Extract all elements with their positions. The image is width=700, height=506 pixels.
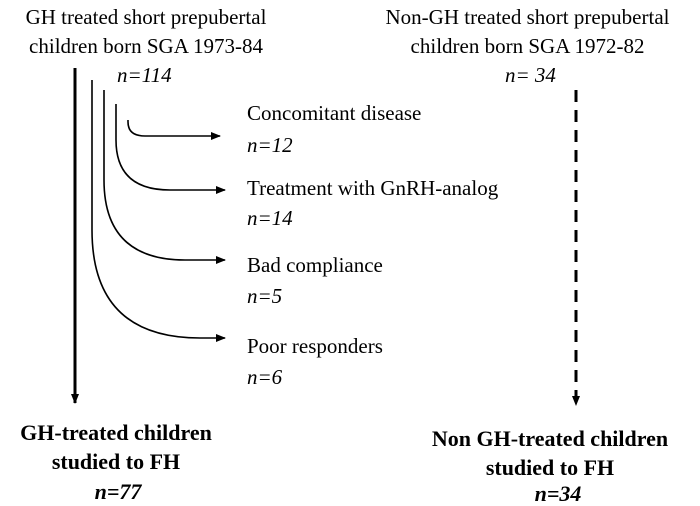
exclusion-label-concomitant: Concomitant disease: [247, 101, 422, 125]
exclusion-arrow-poor-responders: [91, 80, 226, 342]
exclusion-count-poor-responders: n=6: [247, 365, 283, 389]
exclusion-count-compliance: n=5: [247, 284, 283, 308]
right-cohort-title-line1: Non-GH treated short prepubertal: [385, 5, 670, 29]
exclusion-label-compliance: Bad compliance: [247, 253, 383, 277]
exclusion-count-gnrh: n=14: [247, 206, 293, 230]
right-cohort-title-line2: children born SGA 1972-82: [410, 34, 645, 58]
exclusion-label-poor-responders: Poor responders: [247, 334, 383, 358]
left-outcome-line1: GH-treated children: [20, 420, 212, 445]
right-outcome-line2: studied to FH: [485, 455, 615, 480]
right-outcome-line1: Non GH-treated children: [431, 426, 669, 451]
exclusion-arrow-concomitant: [127, 120, 221, 140]
right-cohort-count: n= 34: [505, 63, 556, 87]
left-cohort-title-line2: children born SGA 1973-84: [29, 34, 263, 58]
exclusion-arrow-compliance: [103, 90, 226, 264]
left-cohort-count: n=114: [117, 63, 172, 87]
right-outcome-count: n=34: [534, 481, 582, 506]
exclusion-count-concomitant: n=12: [247, 133, 293, 157]
left-cohort-title-line1: GH treated short prepubertal: [25, 5, 267, 29]
exclusion-arrow-gnrh: [115, 104, 226, 194]
left-outcome-count: n=77: [94, 479, 142, 504]
exclusion-label-gnrh: Treatment with GnRH-analog: [247, 176, 499, 200]
left-outcome-line2: studied to FH: [51, 449, 181, 474]
